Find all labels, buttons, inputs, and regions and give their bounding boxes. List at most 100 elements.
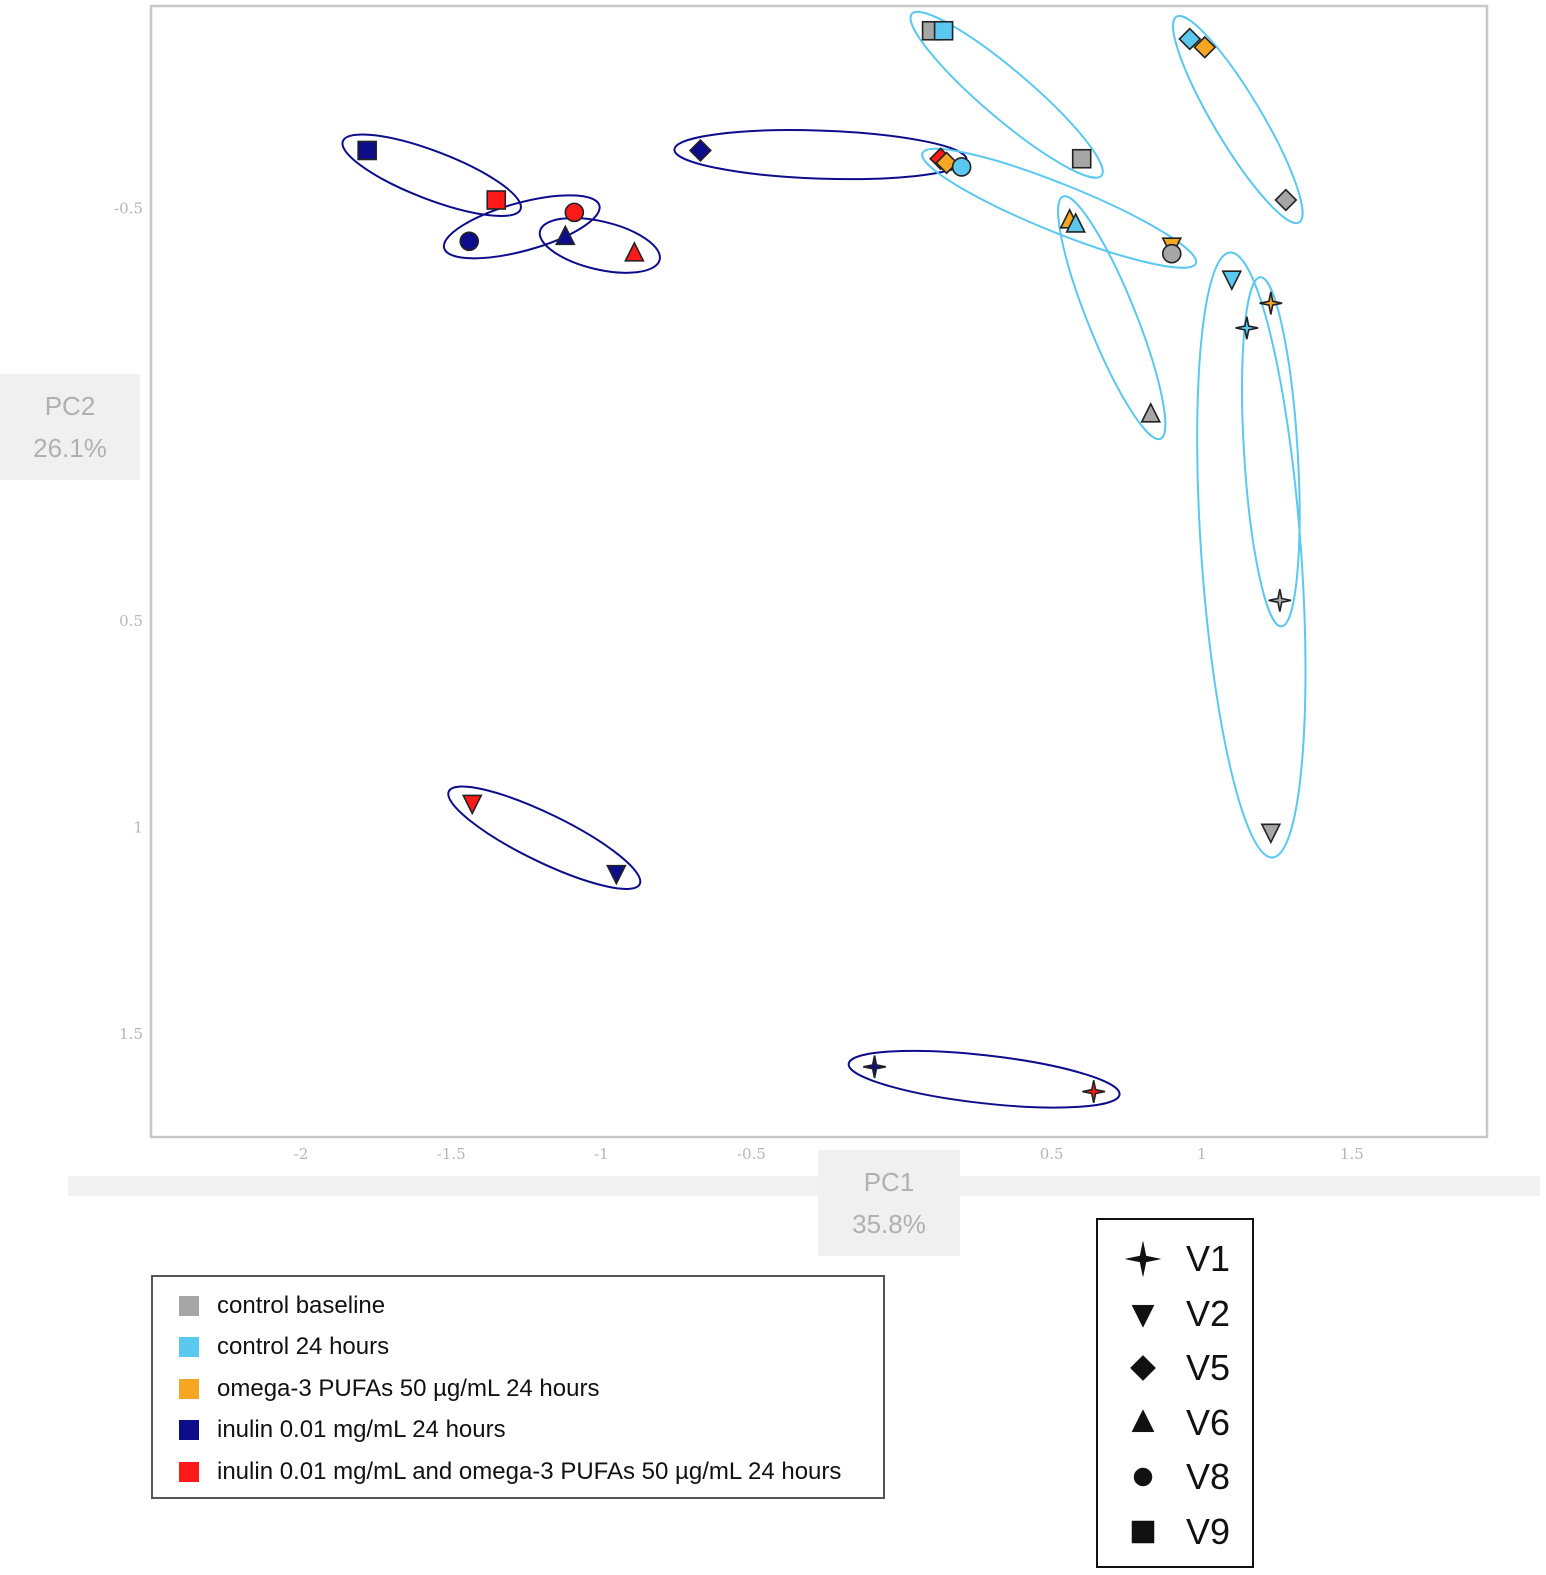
group-ellipse (538, 217, 661, 274)
legend-label: control baseline (217, 1291, 386, 1319)
data-point (459, 231, 480, 252)
legend-swatch (179, 1461, 199, 1482)
y-axis-variance: 26.1% (33, 433, 107, 463)
legend-entry-inulin: inulin 0.01 mg/mL 24 hours (179, 1410, 883, 1452)
data-point (1140, 402, 1162, 423)
legend-entry-control-baseline: control baseline (179, 1285, 883, 1327)
y-axis-label: PC2 26.1% (0, 374, 140, 480)
legend-entry-v1: V1 (1120, 1232, 1252, 1287)
data-point (1161, 243, 1182, 264)
legend-label: V8 (1186, 1456, 1231, 1498)
legend-entry-v6: V6 (1120, 1396, 1252, 1451)
data-point (1071, 148, 1092, 169)
legend-entry-control-24h: control 24 hours (179, 1327, 883, 1369)
legend-label: control 24 hours (217, 1333, 390, 1361)
legend-treatment-groups: control baseline control 24 hours omega-… (151, 1275, 885, 1499)
data-points (357, 20, 1298, 1104)
group-ellipse (1241, 276, 1301, 628)
legend-entry-inulin-omega3: inulin 0.01 mg/mL and omega-3 PUFAs 50 µ… (179, 1451, 883, 1493)
x-axis-title: PC1 (863, 1167, 915, 1197)
plot-area-frame (149, 4, 1489, 1139)
x-tick-label: -2 (294, 1145, 309, 1163)
data-point (1221, 270, 1243, 292)
data-point (461, 794, 483, 816)
group-ellipse (341, 133, 522, 218)
legend-swatch (179, 1378, 199, 1399)
group-ellipses (341, 10, 1307, 1109)
data-point (933, 20, 954, 41)
data-point (1235, 316, 1259, 340)
legend-label: V2 (1186, 1292, 1231, 1334)
group-ellipse (447, 785, 642, 890)
legend-entry-v2: V2 (1120, 1287, 1252, 1342)
triangle-up-icon (1131, 1408, 1155, 1432)
data-point (1259, 291, 1283, 315)
x-tick-label: -1.5 (437, 1145, 466, 1163)
legend-entry-v9: V9 (1120, 1505, 1252, 1560)
data-point (1082, 1080, 1106, 1104)
data-point (1268, 588, 1292, 612)
y-tick-label: -0.5 (114, 199, 143, 217)
group-ellipse (847, 1049, 1121, 1109)
data-point (863, 1055, 886, 1079)
data-point (555, 224, 576, 246)
legend-shape-glyph (1133, 1468, 1153, 1487)
x-tick-label: -1 (594, 1145, 609, 1163)
legend-shape-glyph (1125, 1241, 1161, 1277)
data-point (935, 151, 959, 175)
x-tick-label: 1 (1197, 1145, 1207, 1163)
legend-label: V1 (1186, 1238, 1231, 1280)
data-point (1274, 188, 1298, 212)
square-icon (1131, 1520, 1155, 1543)
data-point (688, 138, 712, 162)
x-tick-label: 0.5 (1040, 1145, 1064, 1163)
data-point (564, 202, 585, 223)
legend-swatch (179, 1420, 199, 1441)
data-point (951, 157, 972, 177)
y-tick-label: 0.5 (119, 612, 143, 630)
group-ellipse (921, 147, 1198, 269)
data-point (486, 190, 507, 210)
star-icon (1125, 1241, 1161, 1277)
x-axis-label: PC1 35.8% (818, 1150, 960, 1256)
data-point (1193, 35, 1217, 59)
legend-label: inulin 0.01 mg/mL 24 hours (217, 1416, 506, 1444)
legend-volunteer-shapes: V1 V2 V5 V6 V8 V9 (1096, 1218, 1254, 1568)
x-tick-label: -0.5 (737, 1145, 766, 1163)
data-point (624, 241, 645, 262)
legend-shape-glyph (1129, 1355, 1157, 1382)
data-point (357, 140, 377, 161)
data-point (1065, 212, 1086, 233)
legend-shape-glyph (1131, 1304, 1155, 1328)
circle-icon (1133, 1468, 1153, 1487)
group-ellipse (1172, 14, 1304, 225)
data-point (1178, 27, 1202, 51)
group-ellipse (1057, 195, 1167, 441)
legend-label: V5 (1186, 1347, 1231, 1389)
group-ellipse (442, 194, 601, 260)
legend-label: omega-3 PUFAs 50 µg/mL 24 hours (217, 1374, 600, 1402)
legend-entry-omega3: omega-3 PUFAs 50 µg/mL 24 hours (179, 1368, 883, 1410)
group-ellipse (1196, 251, 1307, 859)
group-ellipse (909, 10, 1104, 179)
diamond-icon (1129, 1355, 1157, 1382)
legend-label: V6 (1186, 1401, 1231, 1443)
axis-ticks: -2 -1.5 -1 -0.5 0.5 1 1.5 -0.5 0.5 1 1.5 (114, 199, 1364, 1163)
legend-swatch (179, 1295, 199, 1316)
legend-label: V9 (1186, 1510, 1231, 1552)
y-axis-title: PC2 (44, 391, 96, 421)
legend-label: inulin 0.01 mg/mL and omega-3 PUFAs 50 µ… (217, 1457, 842, 1485)
legend-swatch (179, 1337, 199, 1358)
y-tick-label: 1 (133, 818, 143, 836)
legend-entry-v5: V5 (1120, 1341, 1252, 1396)
legend-entry-v8: V8 (1120, 1450, 1252, 1505)
y-tick-label: 1.5 (119, 1025, 143, 1043)
data-point (1260, 823, 1282, 845)
data-point (606, 864, 627, 886)
x-axis-variance: 35.8% (852, 1209, 926, 1239)
legend-shape-glyph (1131, 1520, 1155, 1543)
legend-shape-glyph (1131, 1408, 1155, 1432)
x-axis-label-band (68, 1176, 1540, 1196)
x-tick-label: 1.5 (1340, 1145, 1364, 1163)
